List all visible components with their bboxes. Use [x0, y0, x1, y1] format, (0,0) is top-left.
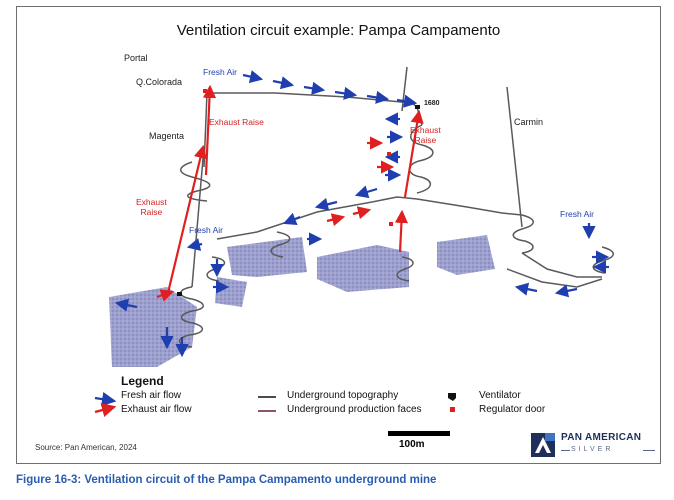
label-magenta: Magenta: [149, 131, 185, 141]
regulator-doors: [203, 89, 393, 226]
scale-bar: [388, 431, 450, 436]
legend-fresh-air-flow: Fresh air flow: [121, 390, 182, 401]
scale-label: 100m: [399, 439, 425, 450]
ventilators: [177, 105, 420, 296]
production-faces: [109, 235, 495, 367]
legend-title: Legend: [121, 374, 164, 388]
legend-exhaust-air-flow: Exhaust air flow: [121, 404, 192, 415]
exhaust-air-arrows: [156, 84, 424, 302]
legend-symbols: [94, 392, 456, 418]
label-fresh-air-right: Fresh Air: [560, 209, 595, 219]
label-exhaust-raise-left: Exhaust Raise: [136, 197, 167, 217]
figure-caption: Figure 16-3: Ventilation circuit of the …: [16, 474, 437, 486]
legend-ventilator: Ventilator: [479, 390, 521, 401]
figure-title: Ventilation circuit example: Pampa Campa…: [176, 22, 501, 39]
mine-ventilation-diagram: [94, 66, 614, 457]
logo-name: PAN AMERICAN: [561, 432, 642, 443]
pan-american-logo-mark: [531, 433, 555, 457]
label-exhaust-raise-magenta: Exhaust Raise: [209, 117, 264, 127]
figure-frame: Ventilation circuit example: Pampa Campa…: [16, 6, 661, 464]
label-fresh-air-left: Fresh Air: [189, 225, 224, 235]
source-note: Source: Pan American, 2024: [35, 443, 137, 452]
label-qcolorada: Q.Colorada: [136, 77, 183, 87]
logo-divider-left: [561, 450, 570, 451]
underground-topography: [178, 66, 614, 348]
label-portal: Portal: [124, 53, 148, 63]
label-fresh-air-top: Fresh Air: [203, 67, 238, 77]
label-level-1680: 1680: [424, 100, 440, 107]
logo-sub: SILVER: [571, 446, 614, 453]
fresh-air-arrows: [114, 70, 610, 358]
label-carmin: Carmin: [514, 117, 544, 127]
legend-regulator-door: Regulator door: [479, 404, 546, 415]
legend-underground-topography: Underground topography: [287, 390, 399, 401]
label-exhaust-raise-center: Exhaust Raise: [410, 125, 441, 145]
legend-underground-production-faces: Underground production faces: [287, 404, 422, 415]
logo-divider-right: [643, 450, 655, 451]
pan-american-logo: PAN AMERICAN SILVER: [531, 431, 656, 461]
